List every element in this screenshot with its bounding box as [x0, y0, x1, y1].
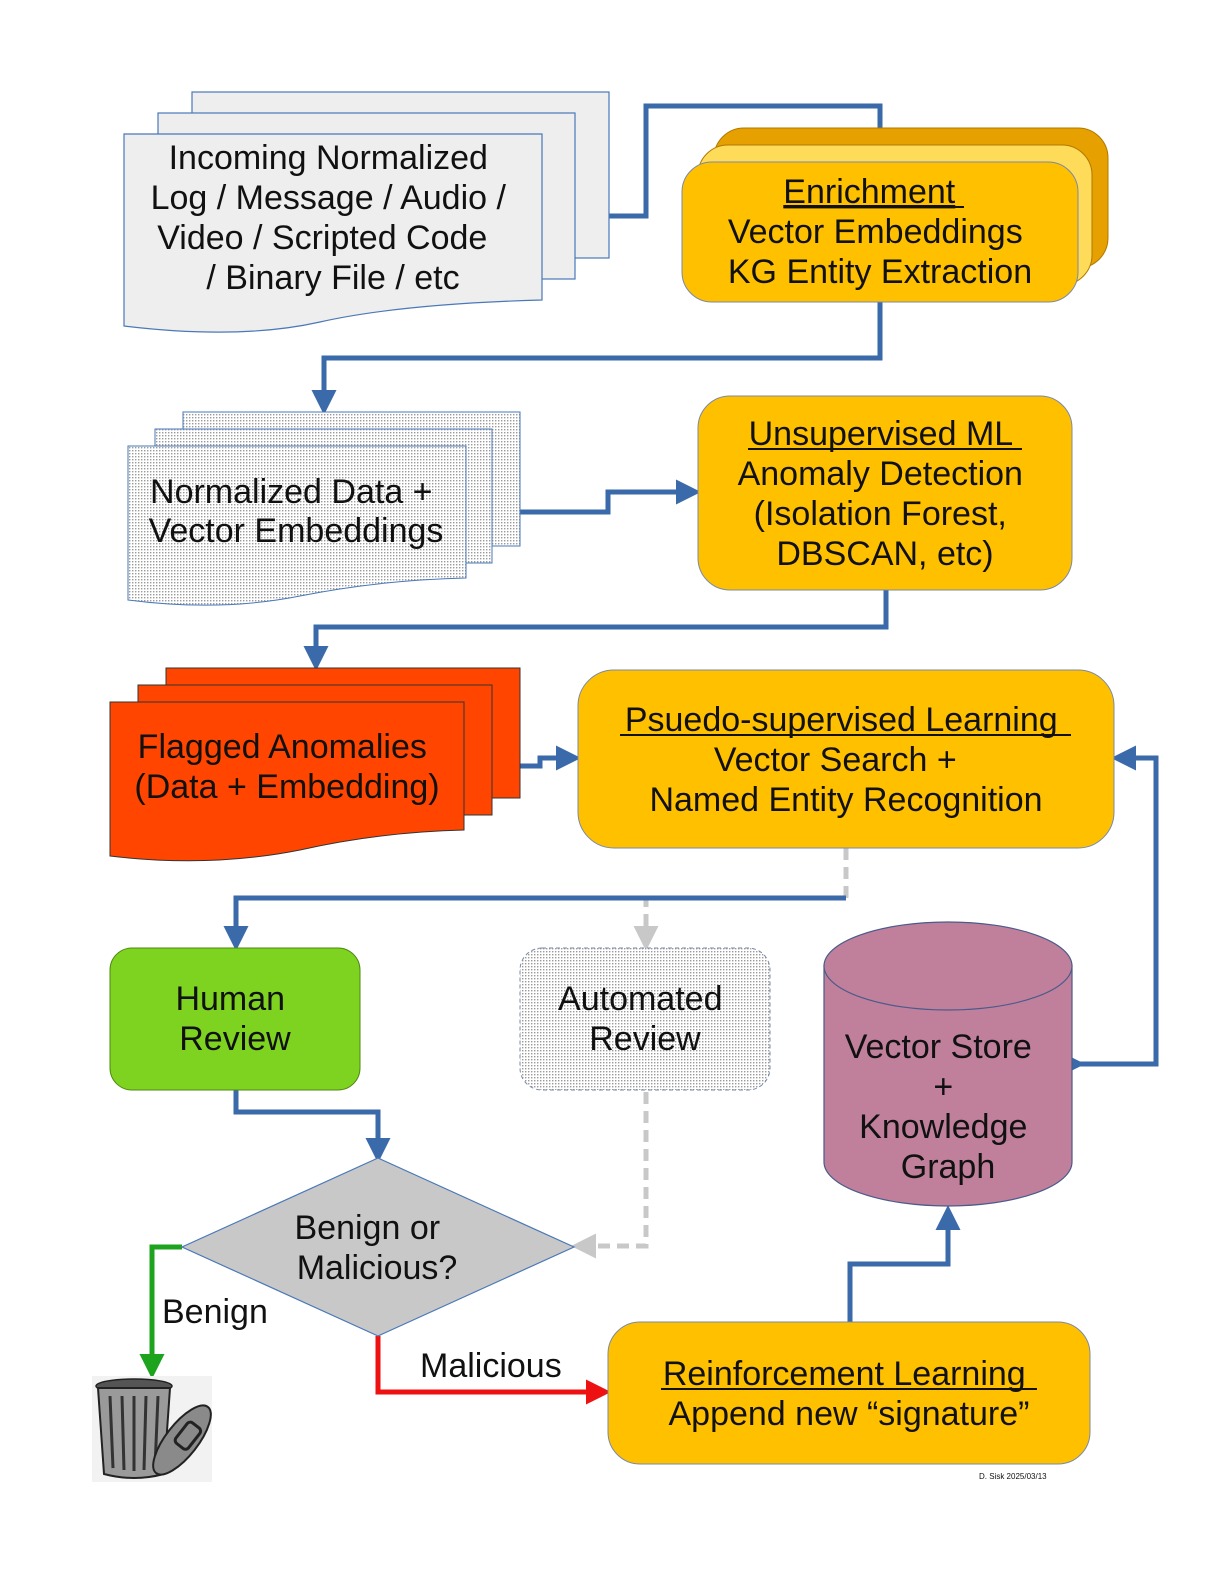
svg-text:Enrichment Vector Embedd: Enrichment Vector Embeddings KG Entity E…: [728, 173, 1032, 291]
reinforcement-line: Append new “signature”: [668, 1395, 1029, 1433]
incoming-data-document-stack: Incoming Normalized Log / Message / Audi…: [123, 91, 610, 333]
unsupervised-ml-line: Anomaly Detection: [738, 455, 1023, 493]
trash-can-icon: [92, 1376, 212, 1482]
enrichment-line: Vector Embeddings: [728, 213, 1023, 251]
benign-edge-label: Benign: [162, 1293, 268, 1331]
svg-text:Flagged Anomalies (Data: Flagged Anomalies (Data + Embedding): [134, 728, 439, 806]
malicious-edge-label: Malicious: [420, 1347, 562, 1385]
arrow-flagged-anomalies-to-pseudo-supervised: [520, 745, 581, 771]
svg-text:Psuedo-supervised Learning: Psuedo-supervised Learning Vector Search…: [625, 701, 1067, 819]
normalized-data-document-stack: Normalized Data + Vector Embeddings: [127, 411, 521, 606]
human-review-process-box: Human Review: [109, 947, 361, 1091]
reinforcement-learning-process-box: Reinforcement Learning Append new “signa…: [607, 1321, 1091, 1465]
reinforcement-title: Reinforcement Learning: [663, 1355, 1026, 1393]
human-review-line: Review: [179, 1020, 291, 1058]
incoming-data-line: Log / Message / Audio /: [151, 179, 507, 217]
arrow-enrichment-to-normalized-data: [311, 302, 883, 415]
arrow-pseudo-supervised-to-automated-review: [633, 848, 849, 951]
arrow-decision-malicious: [375, 1336, 611, 1405]
vector-store-line: +: [933, 1068, 953, 1106]
vector-store-line: Vector Store: [845, 1028, 1032, 1066]
author-credit: D. Sisk 2025/03/13: [979, 1472, 1047, 1481]
automated-review-line: Review: [589, 1020, 701, 1058]
vector-store-database-cylinder: Vector Store + Knowledge Graph: [823, 921, 1073, 1207]
arrow-vector-store-pseudo-supervised-link: [1060, 745, 1159, 1077]
arrow-input-to-enrichment: [608, 103, 893, 219]
vector-store-line: Knowledge: [859, 1108, 1027, 1146]
unsupervised-ml-line: DBSCAN, etc): [776, 535, 993, 573]
svg-text:Automated Review: Automated Review: [558, 980, 732, 1058]
incoming-data-line: / Binary File / etc: [206, 259, 459, 297]
arrow-normalized-data-to-unsupervised-ml: [520, 479, 701, 515]
unsupervised-ml-line: (Isolation Forest,: [754, 495, 1007, 533]
pseudo-supervised-line: Named Entity Recognition: [649, 781, 1042, 819]
flagged-anomalies-line: (Data + Embedding): [134, 768, 439, 806]
arrow-automated-review-to-decision: [571, 1092, 649, 1259]
svg-text:Vector Store + Kno: Vector Store + Knowledge Graph: [845, 1028, 1042, 1186]
incoming-data-line: Incoming Normalized: [169, 139, 488, 177]
arrow-unsupervised-ml-to-flagged-anomalies: [303, 590, 889, 671]
arrow-decision-benign: [139, 1244, 182, 1379]
svg-text:Benign or Malicious?: Benign or Malicious?: [295, 1209, 458, 1287]
flagged-anomalies-document-stack: Flagged Anomalies (Data + Embedding): [109, 667, 521, 862]
decision-line: Benign or: [295, 1209, 441, 1247]
vector-store-line: Graph: [901, 1148, 996, 1186]
normalized-data-line: Vector Embeddings: [149, 512, 444, 550]
automated-review-process-box: Automated Review: [519, 947, 771, 1091]
arrow-human-review-to-decision: [233, 1090, 391, 1163]
arrow-reinforcement-to-vector-store: [847, 1205, 961, 1322]
pseudo-supervised-learning-process-box: Psuedo-supervised Learning Vector Search…: [577, 669, 1115, 849]
pseudo-supervised-title: Psuedo-supervised Learning: [625, 701, 1058, 739]
enrichment-line: KG Entity Extraction: [728, 253, 1032, 291]
normalized-data-line: Normalized Data +: [150, 473, 433, 511]
enrichment-process-box: Enrichment Vector Embeddings KG Entity E…: [681, 127, 1109, 303]
unsupervised-ml-title: Unsupervised ML: [749, 415, 1013, 453]
unsupervised-ml-process-box: Unsupervised ML Anomaly Detection (Isola…: [697, 395, 1073, 591]
flagged-anomalies-line: Flagged Anomalies: [138, 728, 427, 766]
connectors: [139, 103, 1159, 1405]
enrichment-title: Enrichment: [783, 173, 956, 211]
pseudo-supervised-line: Vector Search +: [714, 741, 957, 779]
incoming-data-line: Video / Scripted Code: [157, 219, 487, 257]
decision-line: Malicious?: [297, 1249, 458, 1287]
human-review-line: Human: [175, 980, 285, 1018]
svg-text:Normalized Data + Vector: Normalized Data + Vector Embeddings: [149, 473, 444, 550]
svg-text:Human Review: Human Review: [175, 980, 294, 1058]
svg-text:Incoming Normalized Log: Incoming Normalized Log / Message / Audi…: [151, 139, 516, 297]
svg-text:Reinforcement Learning A: Reinforcement Learning Append new “signa…: [663, 1355, 1035, 1433]
benign-or-malicious-decision-diamond: Benign or Malicious?: [180, 1157, 576, 1337]
svg-text:Unsupervised ML Anomaly: Unsupervised ML Anomaly Detection (Isola…: [738, 415, 1033, 573]
arrow-pseudo-supervised-to-human-review: [223, 895, 846, 951]
automated-review-line: Automated: [558, 980, 722, 1018]
